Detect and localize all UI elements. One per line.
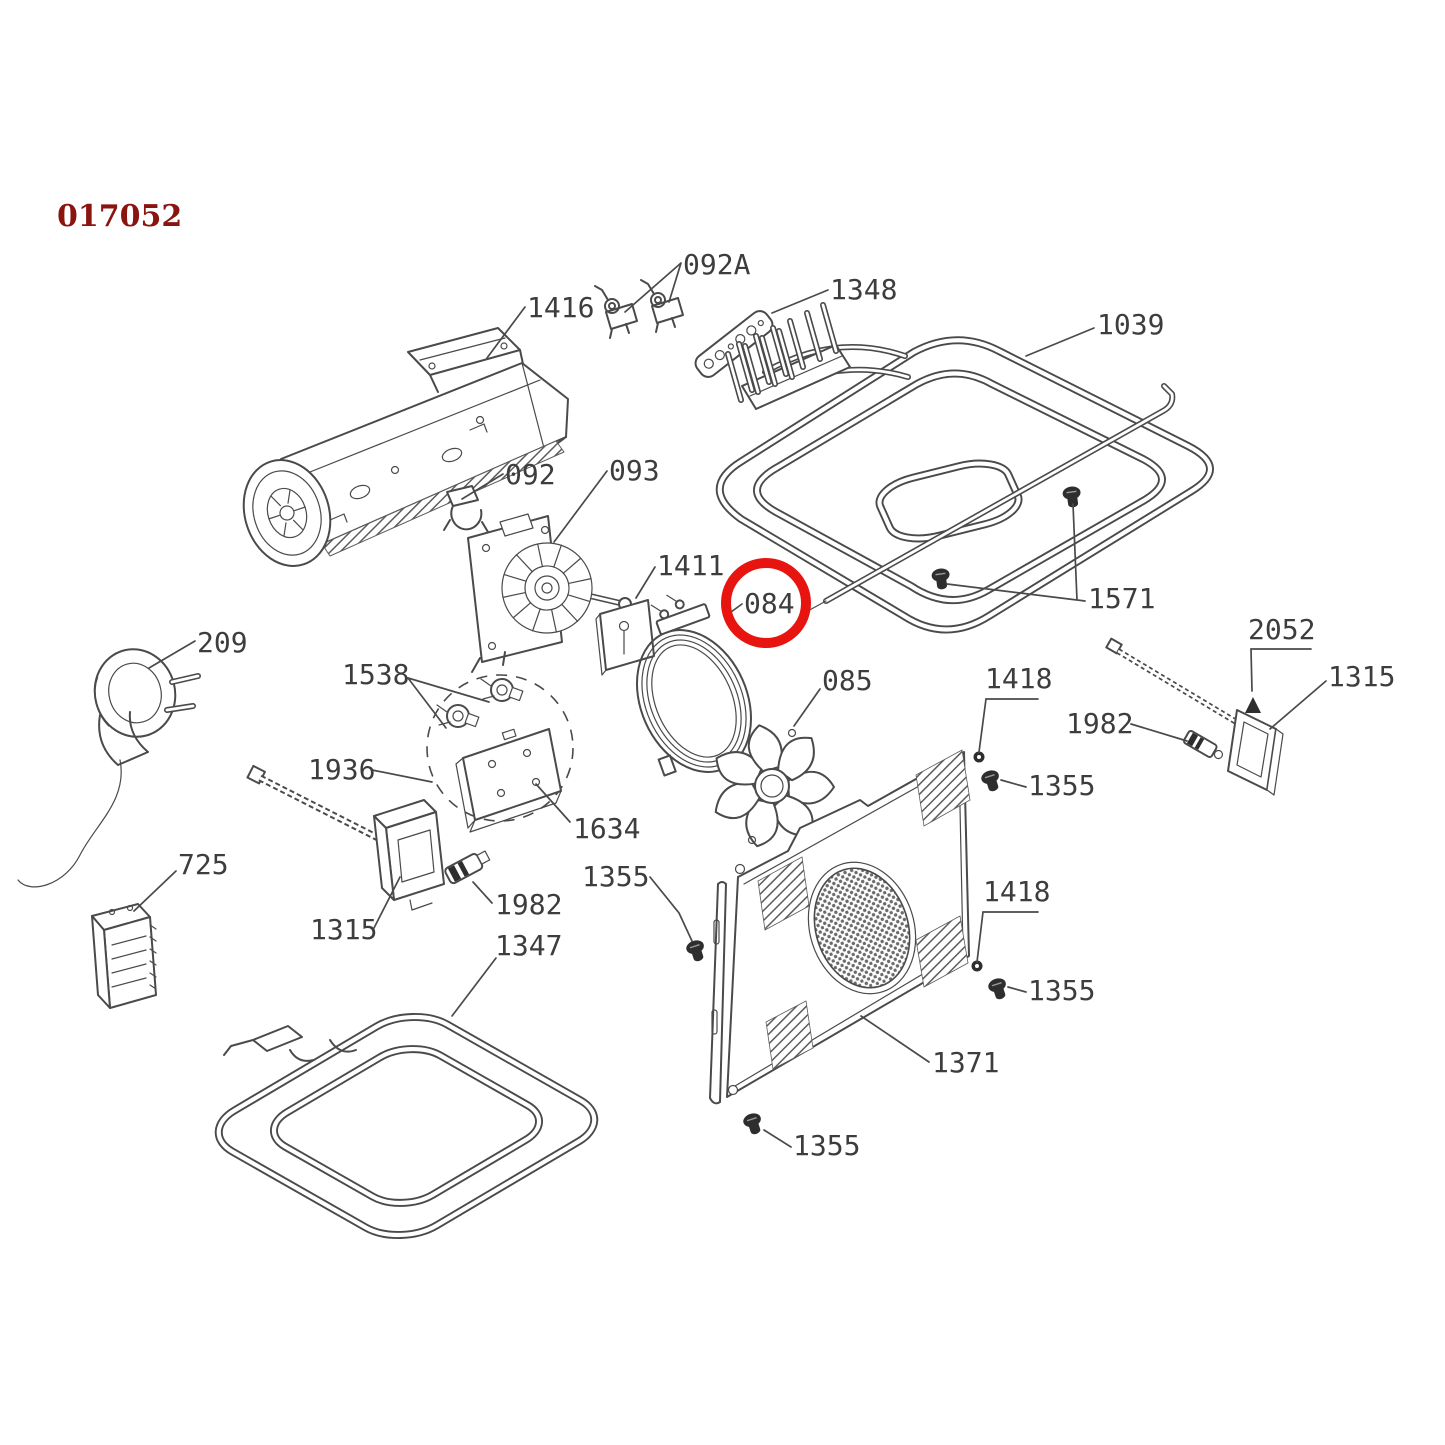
- panel-grille-top-right: [915, 749, 971, 827]
- leader-1355-bottom: [763, 1129, 792, 1148]
- leader-1634: [535, 783, 571, 823]
- leader-1411: [635, 566, 656, 599]
- part-1936-assembly: [426, 674, 574, 833]
- part-1347-lower-element: [198, 1005, 615, 1247]
- callout-1418-bottom: 1418: [983, 875, 1050, 908]
- callout-1982-left: 1982: [495, 888, 562, 921]
- leader-2052: [1250, 648, 1312, 692]
- panel-side-rail: [709, 863, 746, 1105]
- part-209-power-plug: [17, 648, 201, 888]
- callout-092a: 092A: [683, 248, 751, 281]
- callout-1936: 1936: [308, 753, 375, 786]
- part-1371-back-panel: [683, 749, 1011, 1138]
- callout-092: 092: [505, 458, 556, 491]
- panel-grille-left: [757, 856, 810, 931]
- part-right-sensor-assembly: [1105, 637, 1284, 796]
- callout-1315-left: 1315: [310, 913, 377, 946]
- part-1315-right-frame: [1227, 709, 1284, 796]
- leader-1416: [486, 306, 526, 359]
- leader-209: [148, 640, 196, 669]
- callout-labels: 017052 092A 1348 1416 1039 092 093 1411 …: [57, 199, 1395, 1162]
- leader-1418-top: [978, 698, 1039, 753]
- leader-1355-bottom-right: [1007, 986, 1027, 993]
- callout-084-highlighted: 084: [744, 587, 795, 620]
- part-1982-right-connector: [1183, 730, 1224, 760]
- leader-1538: [407, 677, 490, 729]
- leader-725: [133, 870, 177, 912]
- callout-725: 725: [178, 848, 229, 881]
- part-1538-lamp-sockets: [436, 678, 524, 728]
- leader-1347: [451, 957, 497, 1017]
- leader-1355-top-right: [1000, 779, 1027, 788]
- part-085-fan-blade: [707, 720, 835, 851]
- leader-1039: [1025, 327, 1095, 357]
- callout-1634: 1634: [573, 812, 640, 845]
- callout-1418-top: 1418: [985, 662, 1052, 695]
- leader-092a: [624, 262, 682, 313]
- grommet-1418-top: [973, 751, 985, 763]
- leader-1348: [771, 289, 829, 314]
- part-2052-clip: [1245, 697, 1261, 713]
- callout-1355-bottom-right: 1355: [1028, 974, 1095, 1007]
- callout-1571: 1571: [1088, 582, 1155, 615]
- leader-1315-right: [1269, 680, 1327, 730]
- part-1315-left-thermostat: [246, 764, 445, 911]
- part-1039-grill-element: [720, 305, 1210, 630]
- callout-085: 085: [822, 664, 873, 697]
- leader-1371: [860, 1015, 930, 1063]
- part-725-terminal-block: [91, 903, 157, 1009]
- panel-vent-oval: [813, 867, 911, 989]
- screw-1355-middle: [683, 937, 709, 965]
- callout-1039: 1039: [1097, 308, 1164, 341]
- leader-1571: [946, 503, 1086, 602]
- leader-085: [793, 688, 821, 727]
- callout-209: 209: [197, 626, 248, 659]
- callout-1371: 1371: [932, 1046, 999, 1079]
- callout-1355-top-right: 1355: [1028, 769, 1095, 802]
- part-1416-blower: [242, 327, 569, 567]
- leader-lines: [133, 262, 1327, 1148]
- leader-1355-middle: [649, 876, 693, 942]
- screw-1355-top-right: [978, 767, 1004, 795]
- figure-code: 017052: [57, 199, 182, 234]
- leader-1315-left: [373, 876, 401, 929]
- callout-1411: 1411: [657, 549, 724, 582]
- part-1634-bracket-plate: [455, 728, 562, 833]
- leader-084: [730, 603, 743, 613]
- callout-1982-right: 1982: [1066, 707, 1133, 740]
- leader-1982-right: [1130, 723, 1188, 742]
- part-092-clamp: [443, 485, 489, 533]
- callout-1348: 1348: [830, 273, 897, 306]
- callout-1347: 1347: [495, 929, 562, 962]
- part-092a-switches: [594, 279, 684, 339]
- leader-1936: [371, 769, 433, 783]
- part-093-fan-motor: [467, 513, 632, 673]
- highlight-circle: [721, 558, 811, 648]
- callout-1355-bottom: 1355: [793, 1129, 860, 1162]
- leader-1982-left: [472, 881, 493, 904]
- callout-1315-right: 1315: [1328, 660, 1395, 693]
- leader-1418-bottom: [976, 911, 1039, 963]
- screw-1355-bottom-right: [985, 975, 1011, 1003]
- connector-prongs: [725, 302, 839, 403]
- panel-grille-bottom-left: [765, 1000, 814, 1070]
- leader-092: [461, 473, 504, 500]
- leader-093: [553, 470, 608, 543]
- dashed-assembly-circle: [426, 674, 574, 822]
- callout-2052: 2052: [1248, 613, 1315, 646]
- callout-1416: 1416: [527, 291, 594, 324]
- part-1982-left-connector: [444, 850, 491, 885]
- screw-1355-bottom: [740, 1110, 766, 1138]
- part-1411-plate: [595, 599, 655, 676]
- callout-1538: 1538: [342, 658, 409, 691]
- element-bracket: [223, 1025, 357, 1062]
- panel-grille-right: [915, 915, 969, 988]
- callout-1355-middle: 1355: [582, 860, 649, 893]
- callout-093: 093: [609, 454, 660, 487]
